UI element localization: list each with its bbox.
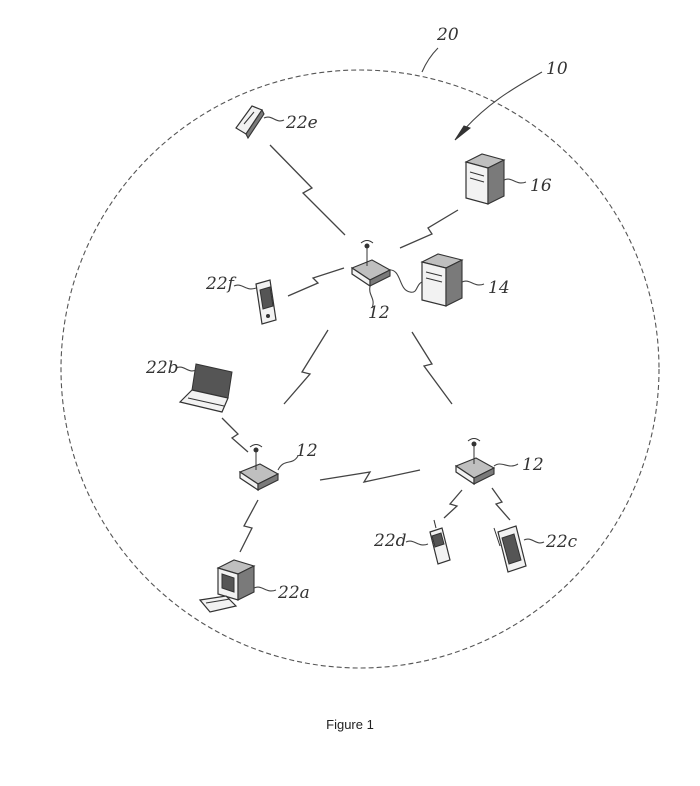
label-base-station-center: 12 xyxy=(368,303,390,323)
label-server-14: 14 xyxy=(488,278,510,298)
wireless-link-22f-to-base xyxy=(288,268,344,296)
device-22f-pda-icon xyxy=(256,280,276,324)
label-coverage-area: 20 xyxy=(436,25,459,45)
base-station-left-leader xyxy=(278,456,298,470)
device-22a-desktop-icon xyxy=(200,560,254,612)
label-device-22d: 22d xyxy=(373,531,407,551)
wired-link-base-to-14 xyxy=(388,270,422,292)
server-14-icon xyxy=(422,254,462,306)
system-arrow xyxy=(462,72,542,132)
label-device-22e: 22e xyxy=(285,113,318,133)
label-server-16: 16 xyxy=(530,176,552,196)
wireless-link-base-to-16 xyxy=(400,210,458,248)
wireless-link-left-to-22a xyxy=(240,500,258,552)
server-16-icon xyxy=(466,154,504,204)
system-arrowhead xyxy=(455,126,470,140)
device-22e-phone-icon xyxy=(236,106,264,138)
device-22d-cellphone-icon xyxy=(430,520,450,564)
device-22f-leader xyxy=(234,285,256,289)
server-14-leader xyxy=(462,281,484,285)
base-station-center xyxy=(352,241,390,287)
device-22e-leader xyxy=(264,117,284,121)
wireless-link-base-to-left xyxy=(284,330,328,404)
label-base-station-right: 12 xyxy=(522,455,544,475)
wireless-link-22e-to-base xyxy=(270,145,345,235)
wireless-link-right-to-22d xyxy=(444,490,462,518)
device-22c-tablet-icon xyxy=(494,526,526,572)
device-22d-leader xyxy=(406,541,428,545)
base-station-right xyxy=(456,439,494,485)
wireless-link-left-to-right xyxy=(320,470,420,482)
label-device-22b: 22b xyxy=(145,358,179,378)
wireless-link-22b-to-left xyxy=(222,418,248,452)
label-base-station-left: 12 xyxy=(296,441,318,461)
base-station-left xyxy=(240,445,278,491)
wireless-link-base-to-right xyxy=(412,332,452,404)
device-22b-laptop-icon xyxy=(180,364,232,412)
coverage-area-leader xyxy=(422,48,438,72)
label-device-22c: 22c xyxy=(545,532,578,552)
label-device-22f: 22f xyxy=(205,274,237,294)
label-system: 10 xyxy=(546,59,568,79)
server-16-leader xyxy=(504,179,526,183)
device-22a-leader xyxy=(254,587,276,591)
base-station-right-leader xyxy=(494,464,518,466)
device-22b-leader xyxy=(176,367,196,371)
figure-caption: Figure 1 xyxy=(326,717,374,732)
label-device-22a: 22a xyxy=(277,583,310,603)
wireless-link-right-to-22c xyxy=(492,488,510,520)
device-22c-leader xyxy=(524,539,544,543)
